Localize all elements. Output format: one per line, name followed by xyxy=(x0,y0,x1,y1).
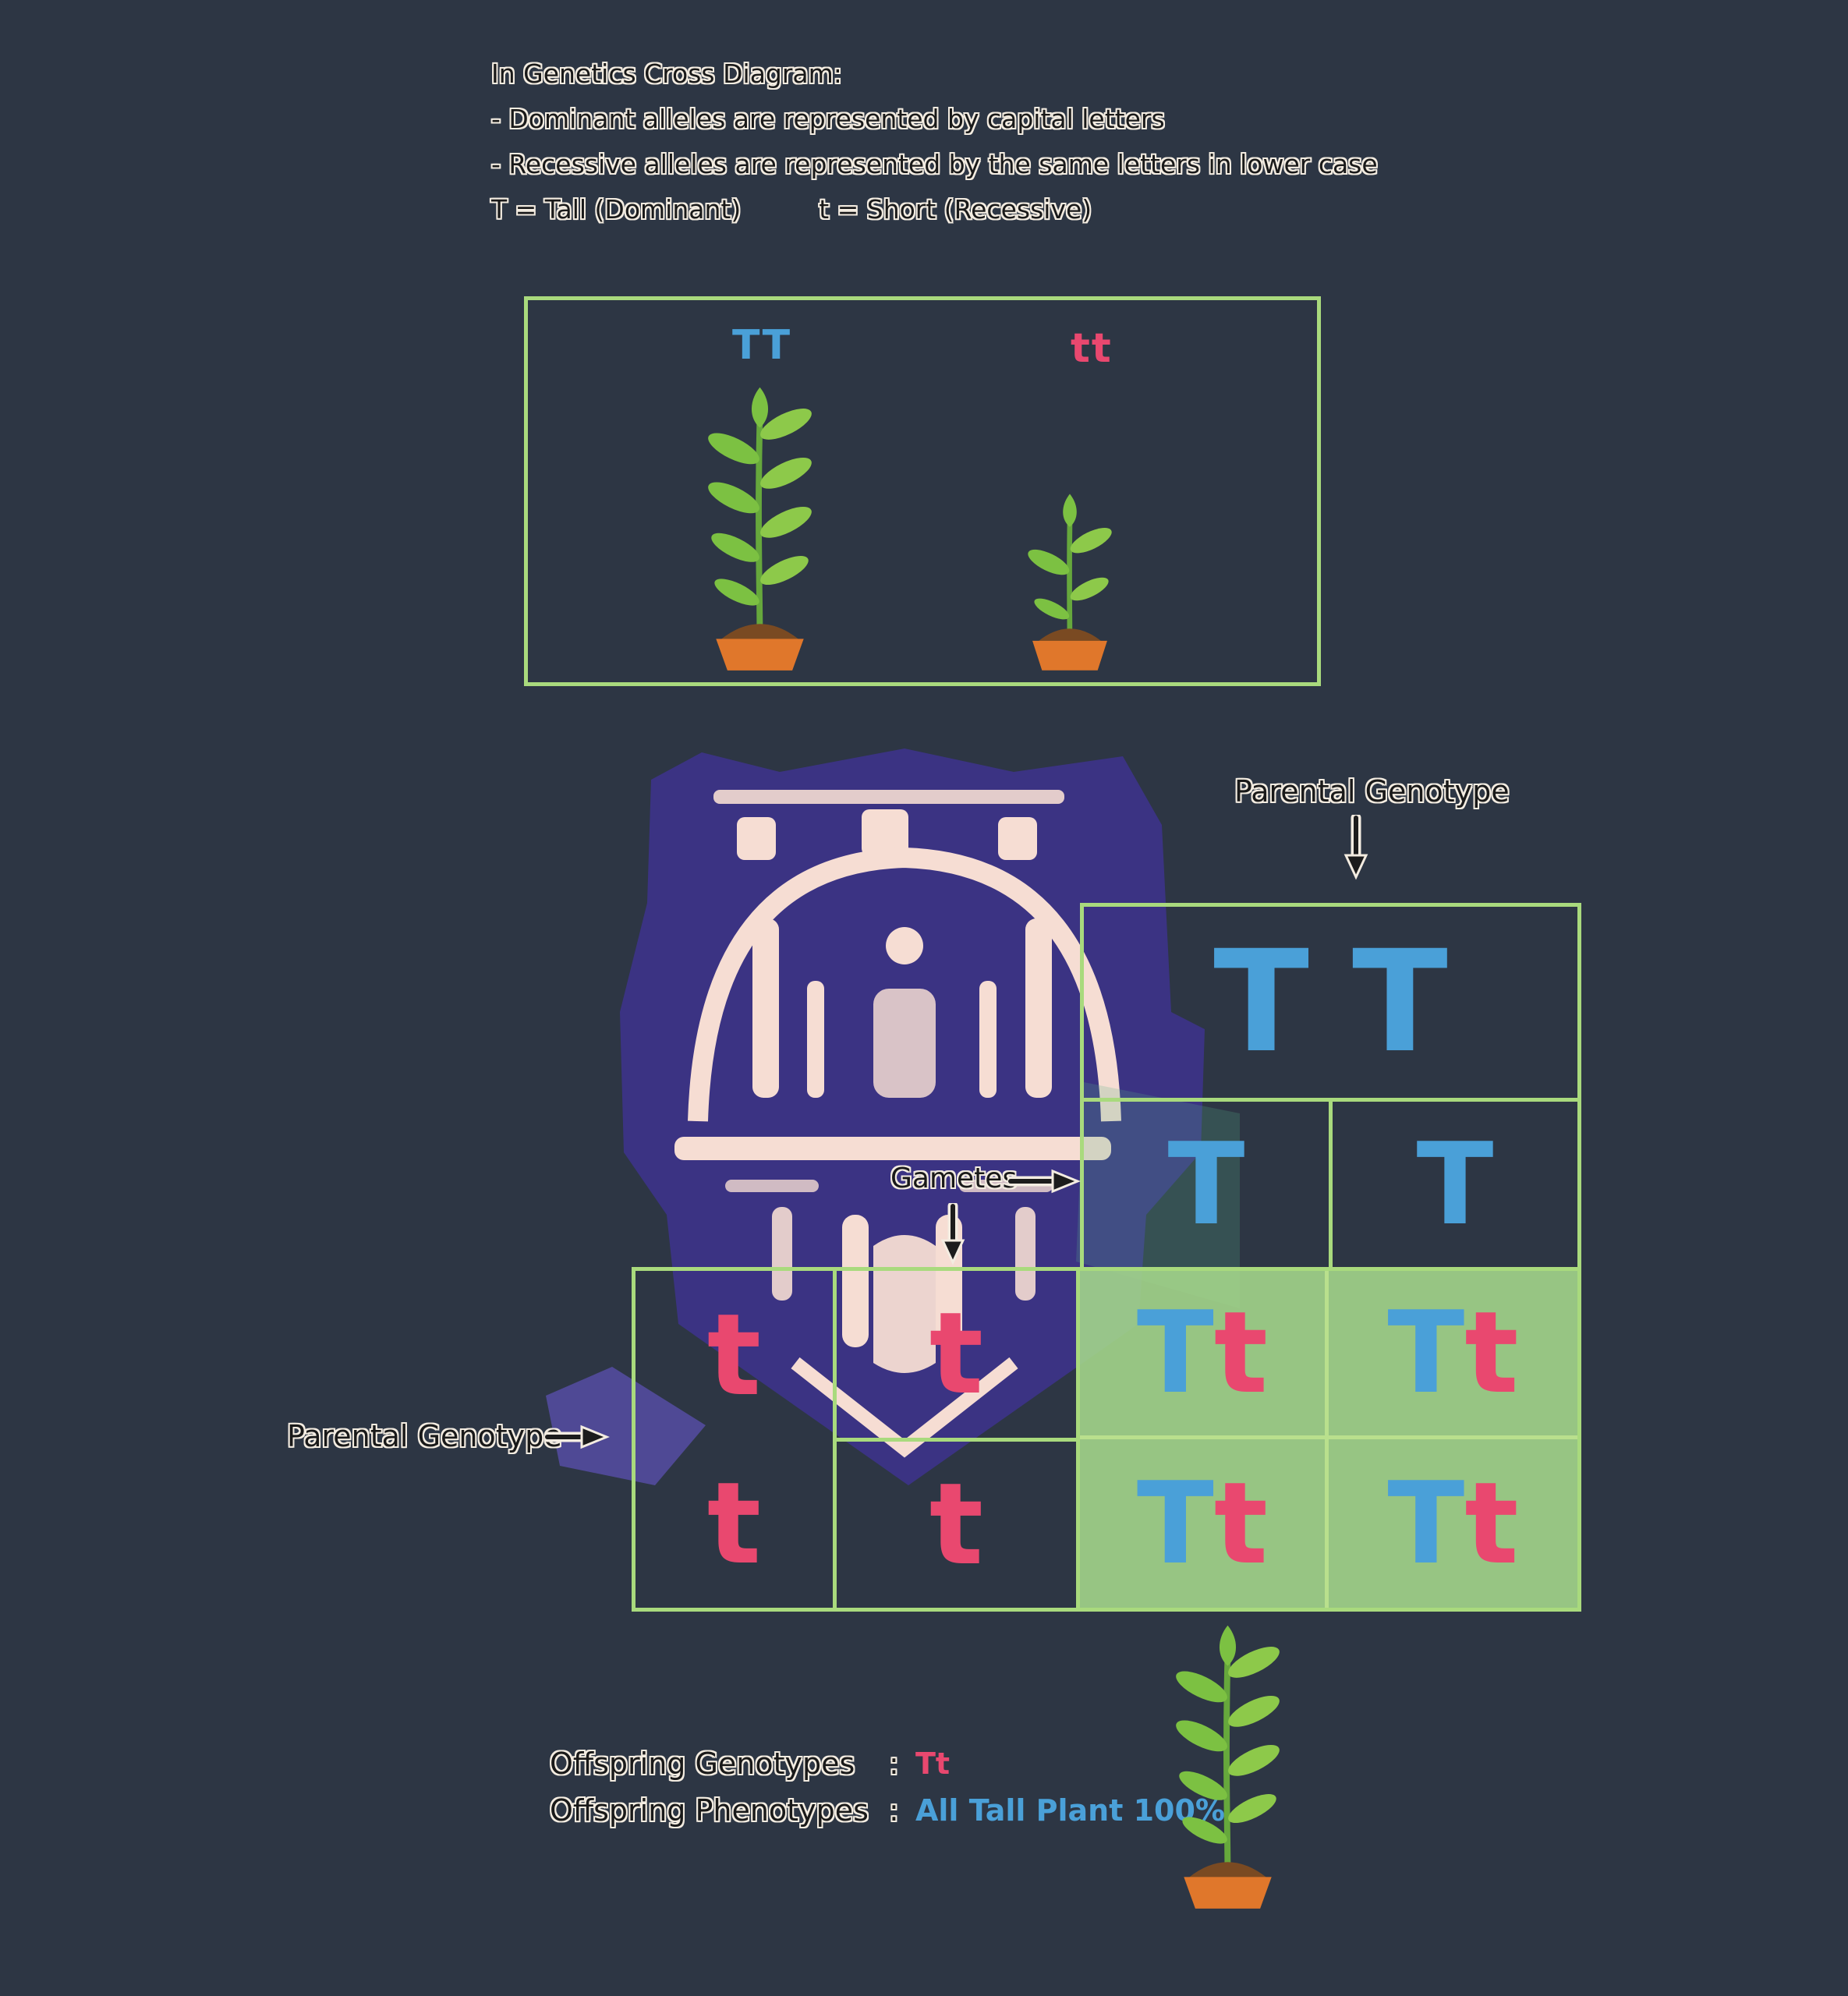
results-block: Offspring Genotypes: Tt Offspring Phenoty… xyxy=(550,1740,1225,1834)
punnett-top-parent-cell: T T xyxy=(1080,903,1581,1102)
offspring-genotype-2: Tt xyxy=(1387,1297,1518,1410)
short-plant-illustration xyxy=(996,468,1144,672)
top-gamete-2: T xyxy=(1416,1118,1494,1251)
offspring-2-allele-b: t xyxy=(1464,1287,1519,1419)
left-gamete-cell-2: t xyxy=(837,1442,1076,1608)
colon: : xyxy=(889,1746,899,1781)
punnett-left-parent-cell: t t xyxy=(635,1271,837,1608)
colon: : xyxy=(889,1793,899,1828)
offspring-plant-illustration xyxy=(1140,1620,1315,1909)
offspring-2-allele-a: T xyxy=(1387,1287,1465,1419)
intro-rule-dominant: - Dominant alleles are represented by ca… xyxy=(491,104,1165,134)
left-gamete-2: t xyxy=(929,1458,984,1591)
offspring-genotypes-value: Tt xyxy=(915,1746,951,1781)
left-parent-allele-1-wrap: t xyxy=(635,1271,833,1439)
left-gamete-cell-1: t xyxy=(837,1271,1076,1442)
offspring-genotype-3: Tt xyxy=(1137,1467,1268,1580)
top-parent-allele-1: T xyxy=(1213,920,1309,1084)
punnett-top-gametes-row: T T xyxy=(1080,1098,1581,1271)
offspring-1-allele-b: t xyxy=(1213,1287,1269,1419)
intro-allele-key: T = Tall (Dominant) t = Short (Recessive) xyxy=(491,187,1378,232)
watermark-graphic xyxy=(546,748,1240,1485)
offspring-4-allele-a: T xyxy=(1387,1457,1465,1590)
offspring-cell-2: Tt xyxy=(1329,1271,1577,1439)
intro-rule-recessive: - Recessive alleles are represented by t… xyxy=(491,149,1378,179)
punnett-offspring-grid: Tt Tt Tt Tt xyxy=(1076,1267,1581,1612)
tall-plant-illustration xyxy=(672,382,848,671)
offspring-3-allele-b: t xyxy=(1213,1457,1269,1590)
offspring-phenotypes-line: Offspring Phenotypes: All Tall Plant 100% xyxy=(550,1787,1225,1834)
right-arrow-icon xyxy=(544,1424,610,1449)
offspring-1-allele-a: T xyxy=(1136,1287,1214,1419)
gametes-label: Gametes xyxy=(890,1163,1018,1194)
punnett-left-block: t t t t xyxy=(632,1267,1080,1612)
offspring-cell-1: Tt xyxy=(1080,1271,1329,1439)
left-parent-allele-1: t xyxy=(706,1289,762,1421)
offspring-genotypes-label: Offspring Genotypes xyxy=(550,1746,855,1781)
left-parent-allele-2: t xyxy=(706,1457,762,1590)
intro-text-block: In Genetics Cross Diagram: - Dominant al… xyxy=(491,51,1378,232)
offspring-phenotypes-label: Offspring Phenotypes xyxy=(550,1793,869,1828)
offspring-cell-3: Tt xyxy=(1080,1439,1329,1608)
top-parent-allele-2: T xyxy=(1352,920,1448,1084)
offspring-3-allele-a: T xyxy=(1136,1457,1214,1590)
offspring-phenotypes-value: All Tall Plant 100% xyxy=(915,1793,1225,1828)
offspring-genotype-4: Tt xyxy=(1387,1467,1518,1580)
key-tall: T = Tall (Dominant) xyxy=(491,194,742,225)
left-gamete-1: t xyxy=(929,1288,984,1421)
short-parent-genotype-label: tt xyxy=(1071,325,1113,372)
offspring-cell-4: Tt xyxy=(1329,1439,1577,1608)
top-gamete-1: T xyxy=(1167,1118,1245,1251)
top-gamete-cell-2: T xyxy=(1333,1102,1577,1267)
top-gamete-cell-1: T xyxy=(1084,1102,1333,1267)
parental-genotype-top-label: Parental Genotype xyxy=(1234,774,1510,809)
left-parent-allele-2-wrap: t xyxy=(635,1439,833,1608)
tall-parent-genotype-label: TT xyxy=(732,322,792,369)
intro-title: In Genetics Cross Diagram: xyxy=(491,58,842,89)
punnett-left-gametes-col: t t xyxy=(837,1271,1076,1608)
key-short: t = Short (Recessive) xyxy=(819,194,1092,225)
offspring-genotypes-line: Offspring Genotypes: Tt xyxy=(550,1740,1225,1787)
right-arrow-icon xyxy=(1007,1169,1081,1194)
down-arrow-icon xyxy=(1344,815,1368,880)
parent-plants-panel: TT tt xyxy=(524,296,1321,686)
parental-genotype-left-label: Parental Genotype xyxy=(287,1419,562,1453)
down-arrow-icon xyxy=(940,1203,965,1265)
offspring-genotype-1: Tt xyxy=(1137,1297,1268,1410)
offspring-4-allele-b: t xyxy=(1464,1457,1519,1590)
